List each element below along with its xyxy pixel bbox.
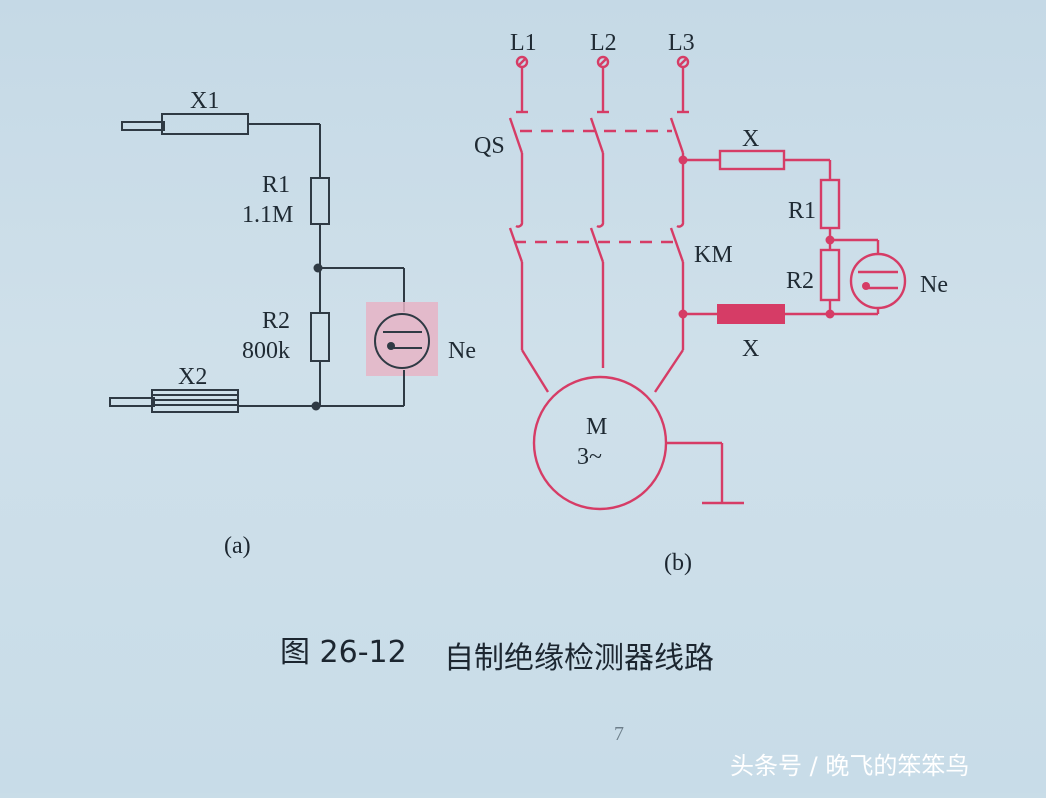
motor-phase: 3~ xyxy=(577,444,602,470)
value-r2: 800k xyxy=(242,338,290,364)
switch-qs xyxy=(508,117,685,154)
label-r1-b: R1 xyxy=(788,198,816,224)
label-x-bottom: X xyxy=(742,336,759,362)
contactor-km xyxy=(508,221,685,263)
neon-lamp-ne-b xyxy=(849,252,907,310)
motor-label: M xyxy=(586,414,607,440)
label-r1: R1 xyxy=(262,172,290,198)
label-r2-b: R2 xyxy=(786,268,814,294)
watermark: 头条号 / 晚飞的笨笨鸟 xyxy=(730,752,969,780)
value-r1: 1.1M xyxy=(242,202,293,228)
label-x-top: X xyxy=(742,126,759,152)
label-x1: X1 xyxy=(190,88,219,114)
diagram-a: X1 R1 1.1M R2 800k Ne xyxy=(109,88,476,559)
label-qs: QS xyxy=(474,133,505,159)
resistor-r1-b xyxy=(819,178,841,230)
label-x2: X2 xyxy=(178,364,207,390)
probe-x2 xyxy=(109,389,316,413)
figure-title: 自制绝缘检测器线路 xyxy=(444,641,714,676)
label-r2: R2 xyxy=(262,308,290,334)
caption-a: (a) xyxy=(224,533,251,559)
probe-x1 xyxy=(121,113,320,135)
label-ne-b: Ne xyxy=(920,272,948,298)
page-mark: 7 xyxy=(614,723,624,745)
phase-terminals xyxy=(515,55,690,69)
figure-number: 图 26-12 xyxy=(280,635,407,670)
ground-symbol xyxy=(666,441,744,505)
label-l1: L1 xyxy=(510,30,537,56)
label-l3: L3 xyxy=(668,30,695,56)
resistor-r2-b xyxy=(819,248,841,302)
label-l2: L2 xyxy=(590,30,617,56)
motor-m xyxy=(532,375,668,511)
caption-b: (b) xyxy=(664,550,692,576)
label-ne-a: Ne xyxy=(448,338,476,364)
resistor-r1 xyxy=(310,177,330,225)
resistor-x-top xyxy=(718,149,786,171)
resistor-r2 xyxy=(310,312,330,362)
neon-lamp-ne xyxy=(374,313,430,369)
resistor-x-bottom xyxy=(717,304,785,324)
label-km: KM xyxy=(694,242,733,268)
diagram-b: L1 L2 L3 QS xyxy=(474,30,948,576)
